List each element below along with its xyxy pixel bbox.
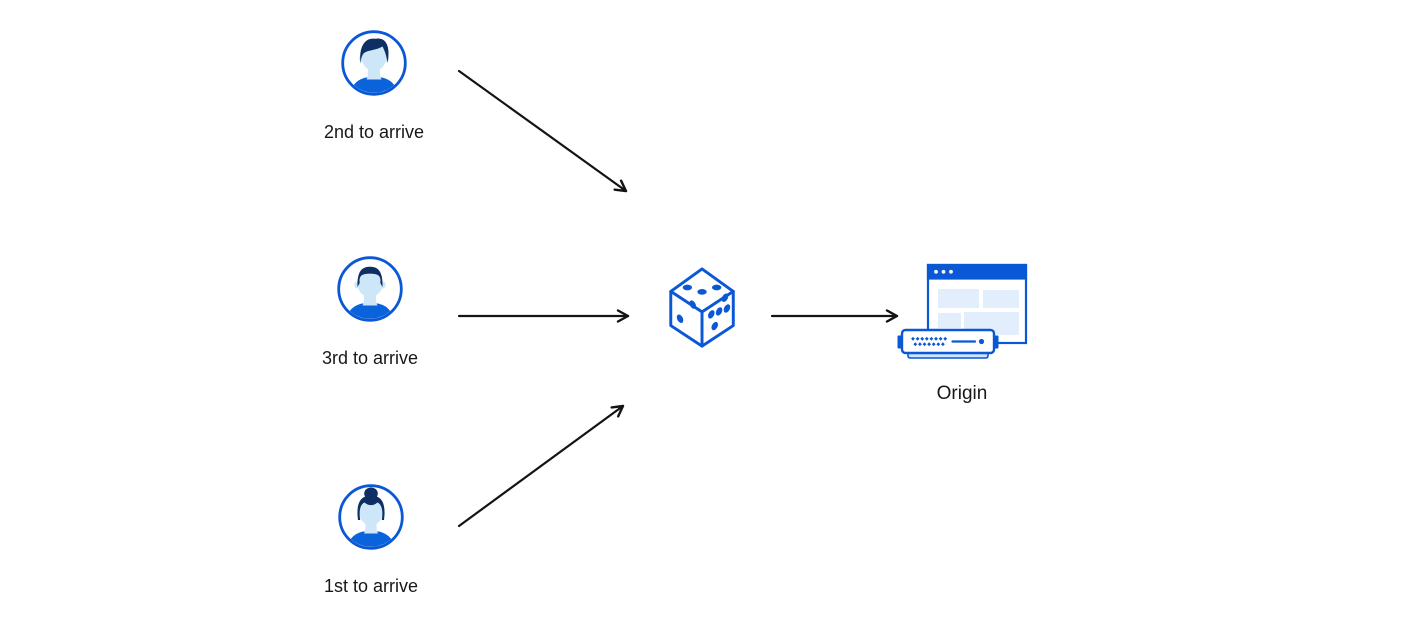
user-avatar-male-flattop-icon [337, 256, 403, 327]
arrow-visitor2-to-dice [457, 69, 628, 193]
arrow-visitor1-to-dice [457, 404, 625, 528]
origin-server-icon [892, 262, 1032, 369]
visitor-label: 1st to arrive [323, 576, 419, 596]
server-diamond-lights [911, 336, 948, 347]
user-avatar-male-icon [341, 30, 407, 101]
random-selector-node [668, 266, 738, 355]
visitor-node-3rd: 3rd to arrive [305, 256, 435, 370]
visitor-node-1st: 1st to arrive [306, 484, 436, 598]
origin-node: Origin [892, 262, 1032, 406]
origin-label: Origin [936, 383, 988, 404]
visitor-label: 3rd to arrive [321, 348, 419, 368]
dice-icon [668, 266, 738, 355]
user-avatar-female-icon [338, 484, 404, 555]
visitor-label: 2nd to arrive [323, 122, 425, 142]
visitor-node-2nd: 2nd to arrive [309, 30, 439, 144]
